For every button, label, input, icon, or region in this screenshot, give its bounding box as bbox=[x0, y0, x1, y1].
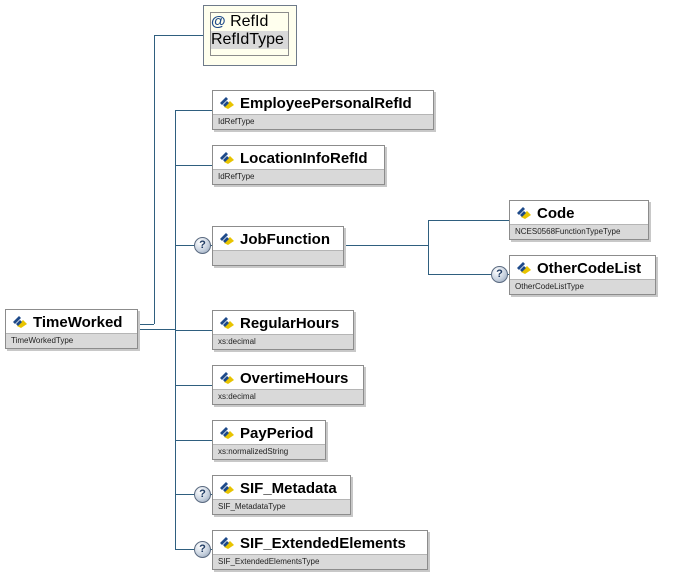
optional-icon: ? bbox=[491, 266, 508, 283]
element-type: OtherCodeListType bbox=[510, 279, 655, 294]
element-type: xs:decimal bbox=[213, 389, 363, 404]
element-icon bbox=[517, 207, 531, 219]
element-icon bbox=[220, 317, 234, 329]
element-payperiod[interactable]: PayPeriod xs:normalizedString bbox=[212, 420, 326, 460]
element-type: SIF_MetadataType bbox=[213, 499, 350, 514]
element-icon bbox=[220, 537, 234, 549]
element-name: LocationInfoRefId bbox=[240, 149, 368, 167]
element-code[interactable]: Code NCES0568FunctionTypeType bbox=[509, 200, 649, 240]
element-name: JobFunction bbox=[240, 230, 330, 248]
element-name: SIF_ExtendedElements bbox=[240, 534, 406, 552]
element-icon bbox=[220, 427, 234, 439]
element-icon bbox=[13, 316, 27, 328]
element-name: Code bbox=[537, 204, 575, 222]
root-element-timeworked[interactable]: TimeWorked TimeWorkedType bbox=[5, 309, 138, 349]
element-overtimehours[interactable]: OvertimeHours xs:decimal bbox=[212, 365, 364, 405]
element-othercodelist[interactable]: OtherCodeList OtherCodeListType bbox=[509, 255, 656, 295]
element-icon bbox=[220, 482, 234, 494]
optional-icon: ? bbox=[194, 486, 211, 503]
attribute-name: RefId bbox=[230, 13, 269, 30]
element-employeepersonalrefid[interactable]: EmployeePersonalRefId IdRefType bbox=[212, 90, 434, 130]
element-name: OtherCodeList bbox=[537, 259, 642, 277]
element-type bbox=[213, 250, 343, 265]
element-icon bbox=[220, 97, 234, 109]
element-icon bbox=[220, 233, 234, 245]
optional-icon: ? bbox=[194, 541, 211, 558]
attribute-type: RefIdType bbox=[211, 31, 288, 49]
element-name: PayPeriod bbox=[240, 424, 314, 442]
element-icon bbox=[220, 372, 234, 384]
element-type: xs:decimal bbox=[213, 334, 353, 349]
element-name: OvertimeHours bbox=[240, 369, 349, 387]
element-name: SIF_Metadata bbox=[240, 479, 337, 497]
element-sif-extendedelements[interactable]: SIF_ExtendedElements SIF_ExtendedElement… bbox=[212, 530, 428, 570]
attribute-refid[interactable]: @ RefId RefIdType bbox=[210, 12, 289, 56]
element-regularhours[interactable]: RegularHours xs:decimal bbox=[212, 310, 354, 350]
element-type: IdRefType bbox=[213, 114, 433, 129]
element-name: TimeWorked bbox=[33, 313, 123, 331]
element-jobfunction[interactable]: JobFunction bbox=[212, 226, 344, 266]
element-type: SIF_ExtendedElementsType bbox=[213, 554, 427, 569]
element-sif-metadata[interactable]: SIF_Metadata SIF_MetadataType bbox=[212, 475, 351, 515]
element-type: xs:normalizedString bbox=[213, 444, 325, 459]
element-name: EmployeePersonalRefId bbox=[240, 94, 412, 112]
element-type: IdRefType bbox=[213, 169, 384, 184]
element-name: RegularHours bbox=[240, 314, 340, 332]
element-type: NCES0568FunctionTypeType bbox=[510, 224, 648, 239]
element-locationinforefid[interactable]: LocationInfoRefId IdRefType bbox=[212, 145, 385, 185]
optional-icon: ? bbox=[194, 237, 211, 254]
element-icon bbox=[517, 262, 531, 274]
element-icon bbox=[220, 152, 234, 164]
attribute-icon: @ bbox=[211, 13, 226, 30]
element-type: TimeWorkedType bbox=[6, 333, 137, 348]
